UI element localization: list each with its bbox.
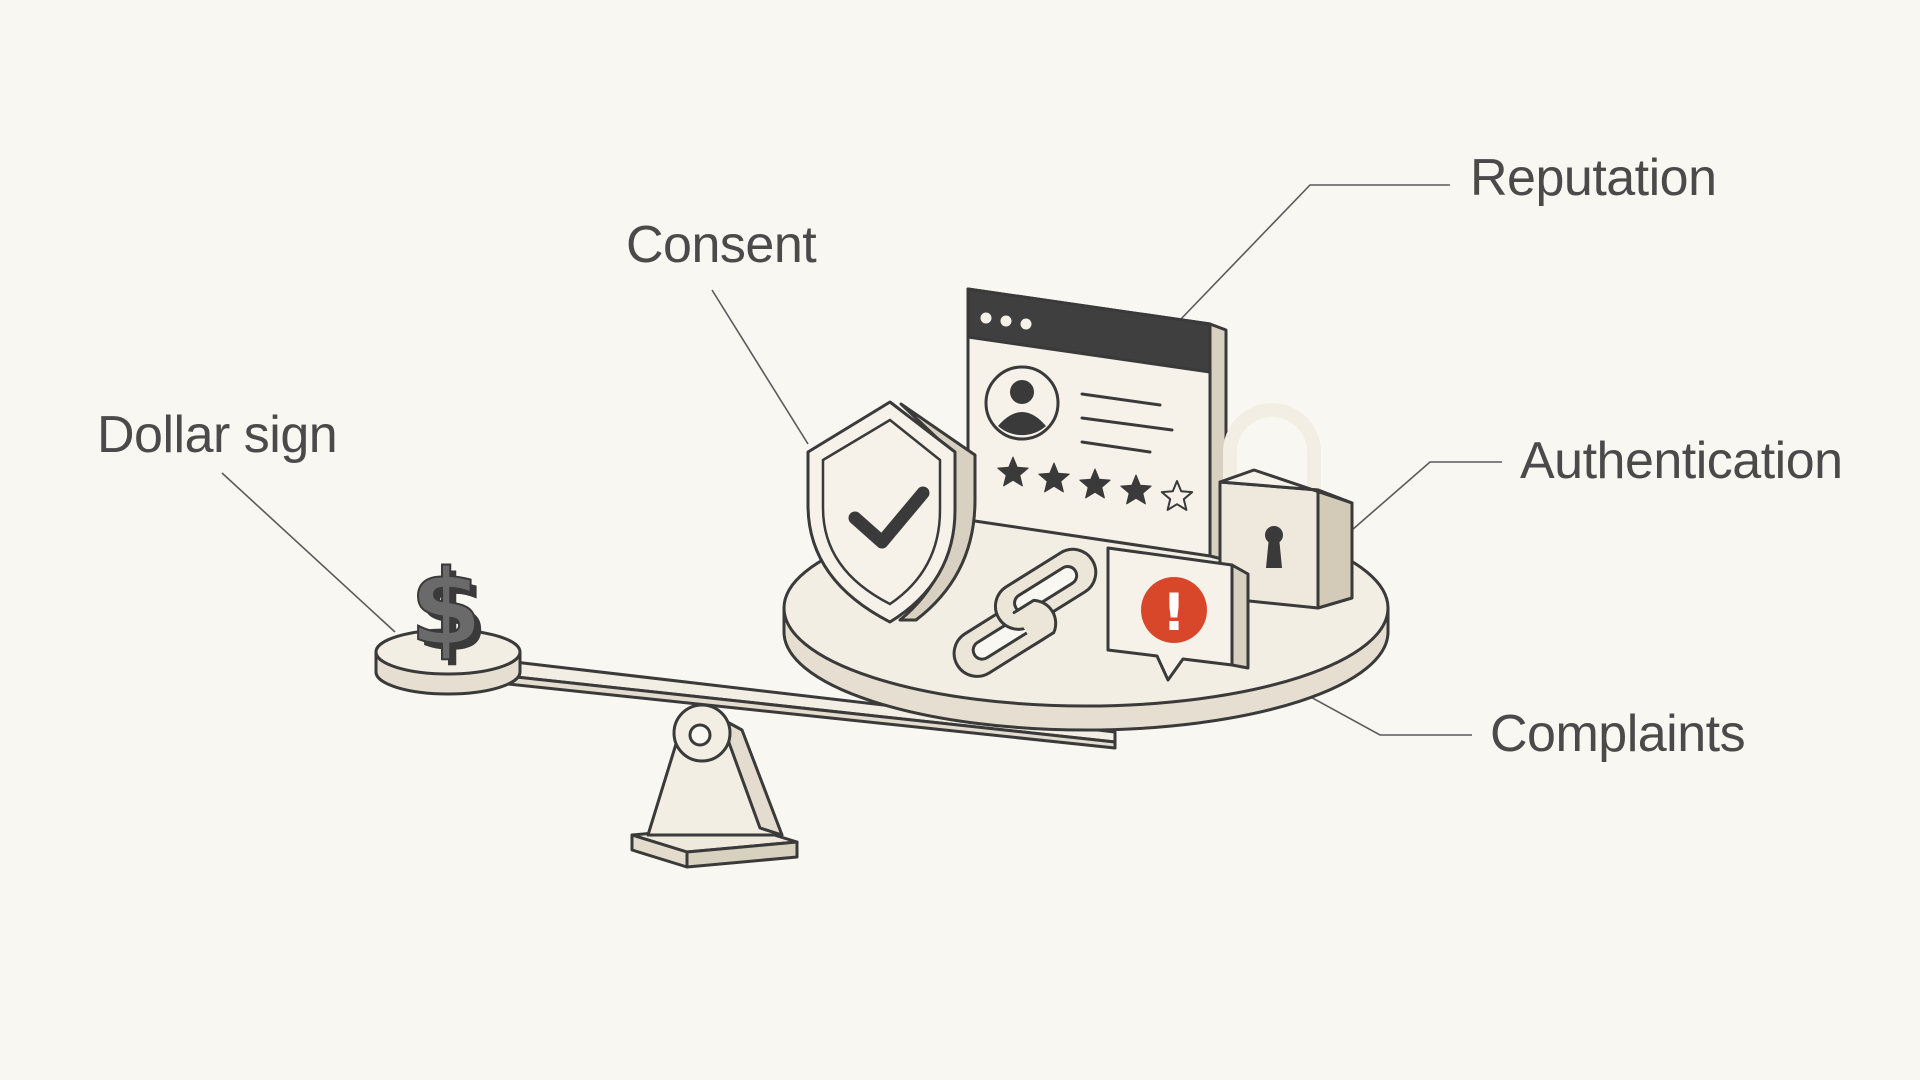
label-complaints: Complaints <box>1490 705 1745 763</box>
leader-dollar <box>221 472 396 633</box>
star-rating <box>997 456 1194 511</box>
leader-authentication <box>1351 461 1502 531</box>
label-reputation: Reputation <box>1470 149 1717 207</box>
avatar-icon <box>984 365 1060 441</box>
svg-text:!: ! <box>1162 583 1186 643</box>
star-filled-icon <box>1120 474 1152 505</box>
chain-link-icon <box>952 547 1098 678</box>
small-pan: $ $ <box>374 546 522 696</box>
alert-bubble-icon: ! <box>1106 546 1250 682</box>
svg-text:$: $ <box>410 547 482 669</box>
label-consent: Consent <box>626 216 817 274</box>
pivot-pin <box>688 723 712 747</box>
shield-check-icon <box>806 400 977 624</box>
leader-lines <box>221 184 1502 736</box>
profile-text-lines <box>1080 392 1174 454</box>
star-filled-icon <box>1038 462 1070 493</box>
leader-reputation <box>1179 184 1450 321</box>
star-filled-icon <box>1079 468 1111 499</box>
fulcrum <box>630 716 799 869</box>
window-dots <box>980 312 1032 330</box>
dollar-sign-icon: $ $ <box>409 546 488 675</box>
label-dollar-sign: Dollar sign <box>97 406 337 464</box>
reputation-window <box>966 287 1228 562</box>
label-authentication: Authentication <box>1520 432 1843 490</box>
diagram-labels: Dollar sign Consent Reputation Authentic… <box>97 149 1843 763</box>
star-filled-icon <box>997 456 1029 487</box>
svg-text:$: $ <box>416 553 488 675</box>
star-empty-icon <box>1160 480 1194 511</box>
leader-consent <box>711 289 809 445</box>
